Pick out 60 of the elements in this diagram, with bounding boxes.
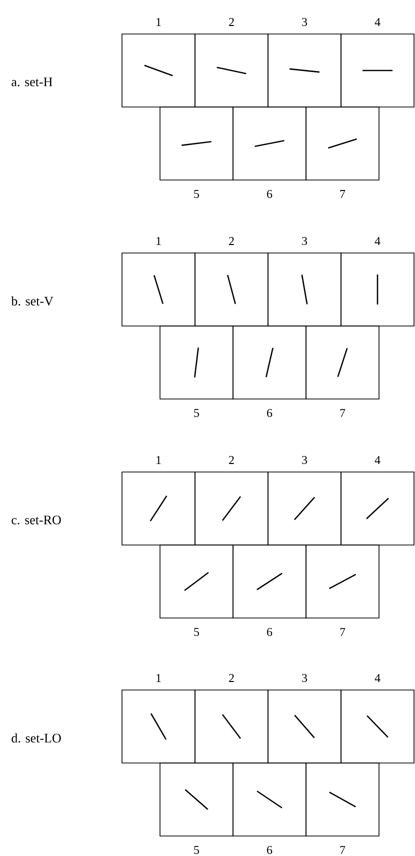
stimulus-box (122, 34, 196, 108)
stimulus-box (232, 326, 306, 400)
box-number: 7 (340, 628, 346, 636)
set-label: b. set-V (11, 296, 54, 306)
box-number: 2 (229, 237, 234, 245)
stimulus-box (268, 472, 342, 546)
set-label: a. set-H (12, 78, 52, 86)
box-number: 6 (267, 190, 272, 198)
box-number: 3 (302, 456, 308, 464)
box-number: 1 (156, 674, 161, 682)
box-number: 5 (194, 409, 200, 417)
stimulus-box (122, 252, 196, 326)
set-label: d. set-LO (12, 733, 61, 743)
box-number: 1 (156, 237, 161, 245)
box-number: 2 (229, 18, 234, 26)
stimulus-box (122, 690, 196, 764)
box-number: 7 (340, 409, 346, 417)
stimulus-box (194, 472, 268, 546)
box-number: 1 (156, 456, 161, 464)
stimulus-box (340, 690, 414, 764)
stimulus-box (160, 326, 234, 400)
stimulus-box (194, 252, 268, 326)
stimulus-box (306, 326, 380, 400)
stimulus-box (160, 544, 234, 618)
box-number: 2 (229, 456, 234, 464)
stimulus-box (268, 34, 342, 108)
box-number: 5 (194, 628, 200, 636)
box-number: 4 (374, 456, 380, 464)
box-number: 4 (374, 674, 380, 682)
set-label: c. set-RO (12, 516, 61, 524)
stimulus-box (232, 544, 306, 618)
stimulus-box (194, 34, 268, 108)
stimulus-box (160, 106, 234, 180)
stimulus-box (194, 690, 268, 764)
box-number: 3 (302, 674, 308, 682)
box-number: 7 (340, 190, 346, 198)
box-number: 3 (302, 236, 308, 246)
stimulus-box (122, 472, 196, 546)
box-number: 4 (374, 237, 380, 245)
box-number: 2 (229, 674, 234, 682)
box-number: 6 (267, 846, 272, 854)
stimulus-box (268, 252, 342, 326)
box-number: 5 (194, 846, 200, 854)
stimulus-box (268, 690, 342, 764)
box-number: 7 (340, 846, 346, 854)
stimulus-box (306, 544, 380, 618)
box-number: 5 (194, 190, 200, 198)
stimulus-box (340, 34, 414, 108)
stimulus-box (340, 472, 414, 546)
box-number: 4 (374, 18, 380, 26)
box-number: 6 (267, 628, 272, 636)
stimulus-box (306, 762, 380, 836)
box-number: 3 (302, 18, 308, 26)
box-number: 1 (156, 18, 161, 26)
stimulus-box (232, 762, 306, 836)
stimulus-box (160, 762, 234, 836)
stimulus-box (306, 106, 380, 180)
stimulus-box (232, 106, 306, 180)
box-number: 6 (267, 408, 272, 418)
stimulus-box (340, 252, 414, 326)
